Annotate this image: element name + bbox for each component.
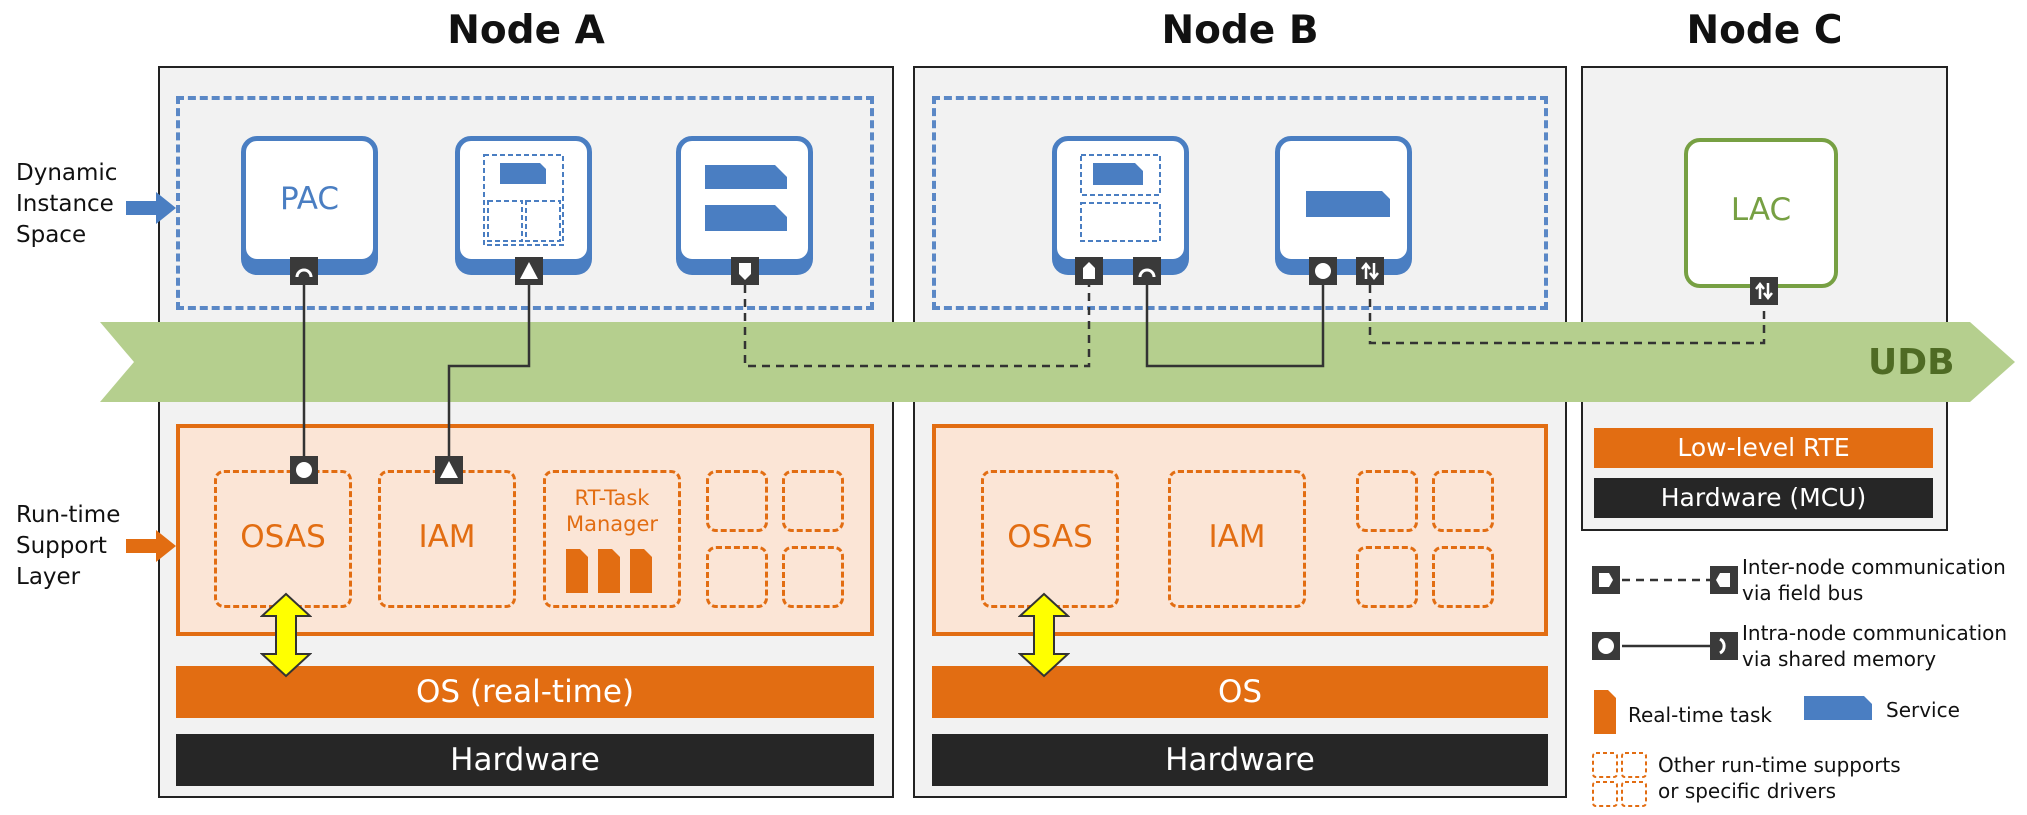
rt-task-icons bbox=[566, 549, 652, 593]
service-a2 bbox=[455, 136, 592, 264]
dynamic-instance-space-label: Dynamic Instance Space bbox=[16, 160, 118, 248]
legend-inter-node-text: Inter-node communication via field bus bbox=[1742, 555, 2006, 605]
iam-triangle-port-icon bbox=[435, 456, 463, 484]
service-b1 bbox=[1052, 136, 1189, 264]
rt-task-manager-label: RT-Task Manager bbox=[565, 486, 659, 536]
node-b-iam: IAM bbox=[1168, 470, 1306, 608]
node-b-other-rt-2 bbox=[1432, 470, 1494, 532]
node-a-os-bar: OS (real-time) bbox=[176, 666, 874, 718]
node-a-other-rt-4 bbox=[782, 546, 844, 608]
node-a-osas-label: OSAS bbox=[240, 519, 326, 555]
node-b-osas-label: OSAS bbox=[1007, 519, 1093, 555]
udb-label: UDB bbox=[1868, 342, 1955, 383]
legend-inter-node-symbol bbox=[1592, 566, 1738, 594]
node-a-dynamic-space bbox=[176, 96, 874, 310]
rt-task-manager: RT-Task Manager bbox=[543, 470, 681, 608]
node-b-osas: OSAS bbox=[981, 470, 1119, 608]
node-a-other-rt-3 bbox=[706, 546, 768, 608]
legend-service-text: Service bbox=[1886, 698, 1960, 722]
node-b-iam-label: IAM bbox=[1208, 519, 1266, 555]
service-a2-graphic bbox=[483, 154, 564, 246]
pac-intra-port-icon bbox=[290, 257, 318, 285]
node-a-iam-label: IAM bbox=[418, 519, 476, 555]
node-b-other-rt-3 bbox=[1356, 546, 1418, 608]
node-b-dynamic-space bbox=[932, 96, 1548, 310]
dynamic-space-arrow-icon bbox=[126, 192, 176, 224]
lac-service: LAC bbox=[1684, 138, 1838, 288]
lac-bidirectional-port-icon bbox=[1750, 277, 1778, 305]
pac-label: PAC bbox=[279, 181, 340, 217]
node-b-hardware-bar: Hardware bbox=[932, 734, 1548, 786]
runtime-layer-arrow-icon bbox=[126, 530, 176, 562]
node-b-other-rt-1 bbox=[1356, 470, 1418, 532]
node-b-osas-os-arrow-icon bbox=[1018, 592, 1070, 678]
legend-service-icon bbox=[1804, 696, 1872, 720]
service-b2-graphic bbox=[1306, 191, 1390, 217]
node-c-title: Node C bbox=[1686, 8, 1843, 53]
node-a-osas-os-arrow-icon bbox=[260, 592, 312, 678]
service-a2-triangle-port-icon bbox=[515, 257, 543, 285]
service-a3-inter-port-icon bbox=[731, 257, 759, 285]
node-b-other-rt-4 bbox=[1432, 546, 1494, 608]
service-b1-graphic bbox=[1080, 154, 1161, 242]
node-a-title: Node A bbox=[447, 8, 605, 53]
osas-circle-port-icon bbox=[290, 456, 318, 484]
service-b2-circle-port-icon bbox=[1309, 257, 1337, 285]
runtime-support-layer-label: Run-time Support Layer bbox=[16, 502, 121, 590]
legend-intra-node-symbol bbox=[1592, 632, 1738, 660]
service-a3-graphic bbox=[705, 165, 787, 231]
legend-other-rt-text: Other run-time supports or specific driv… bbox=[1658, 753, 1901, 803]
legend-real-time-task-icon bbox=[1594, 690, 1616, 734]
node-a-hardware-bar: Hardware bbox=[176, 734, 874, 786]
node-a-other-rt-1 bbox=[706, 470, 768, 532]
node-b-title: Node B bbox=[1161, 8, 1319, 53]
legend-real-time-task-text: Real-time task bbox=[1628, 703, 1772, 727]
legend-intra-node-text: Intra-node communication via shared memo… bbox=[1742, 621, 2008, 671]
service-b1-intra-port-icon bbox=[1133, 257, 1161, 285]
service-b1-inter-port-icon bbox=[1075, 257, 1103, 285]
node-a-other-rt-2 bbox=[782, 470, 844, 532]
hardware-mcu-bar: Hardware (MCU) bbox=[1594, 478, 1933, 518]
service-b2 bbox=[1275, 136, 1412, 264]
legend-other-rt-icon bbox=[1592, 752, 1647, 807]
node-b-os-bar: OS bbox=[932, 666, 1548, 718]
service-b2-bidirectional-port-icon bbox=[1356, 257, 1384, 285]
pac-service: PAC bbox=[241, 136, 378, 264]
lac-label: LAC bbox=[1730, 192, 1792, 228]
low-level-rte-bar: Low-level RTE bbox=[1594, 428, 1933, 468]
